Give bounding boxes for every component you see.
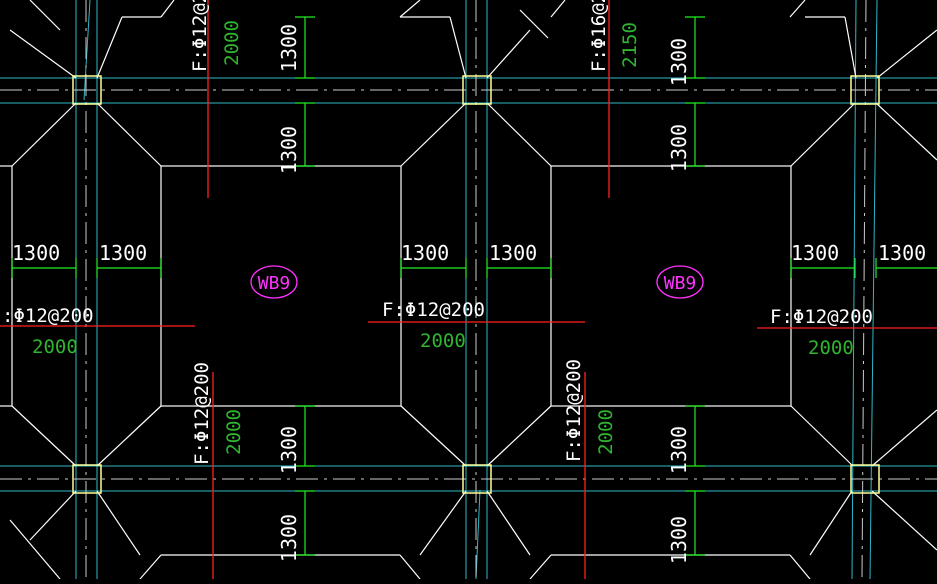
grid-axis-skew2 — [475, 489, 481, 580]
rebar-label: F:Φ12@200 — [382, 299, 485, 321]
dim-label: 1300 — [277, 126, 301, 174]
haunch-2 — [96, 102, 162, 167]
haunch-12 — [871, 409, 937, 467]
haunch-11 — [790, 405, 854, 467]
haunch-7 — [11, 405, 77, 467]
dim-label: 1300 — [277, 514, 301, 562]
rebar-labels: F:Φ12@200 F:Φ16@200 :Φ12@200 F:Φ12@200 F… — [2, 0, 873, 465]
slab-bottom-chamfer-4 — [789, 554, 811, 580]
haunch-14 — [96, 16, 123, 79]
haunch-15 — [449, 16, 467, 79]
column-1 — [72, 75, 102, 105]
length-label: 2150 — [619, 22, 641, 68]
grid-axis-skew1 — [83, 0, 91, 101]
column-2 — [462, 75, 492, 105]
rebar-label: F:Φ12@200 — [563, 359, 585, 462]
dim-label: 1300 — [12, 241, 60, 265]
length-label: 2000 — [808, 337, 854, 359]
grid-axis-v3b — [869, 0, 878, 580]
slab-bottom-chamfer-1 — [139, 554, 162, 580]
dim-label: 1300 — [667, 38, 691, 86]
rebar-label: :Φ12@200 — [2, 305, 94, 327]
haunch-5 — [790, 102, 856, 167]
dimension-labels-vertical: 1300 1300 1300 1300 1300 1300 1300 1300 — [277, 24, 691, 564]
haunch-18 — [876, 29, 937, 79]
slab-tag-text: WB9 — [664, 273, 697, 294]
dim-label: 1300 — [277, 24, 301, 72]
slab-top-chamfer-5 — [29, 0, 61, 31]
slab-top-chamfer-3 — [550, 0, 566, 18]
haunch-17 — [844, 16, 857, 79]
dim-label: 1300 — [878, 241, 926, 265]
haunch-9 — [400, 405, 467, 467]
haunch-6 — [875, 102, 937, 161]
haunch-24 — [871, 490, 937, 551]
haunch-8 — [96, 405, 162, 467]
slab-bottom-chamfer-5 — [9, 519, 61, 580]
column-5 — [462, 464, 492, 494]
haunch-19 — [29, 490, 77, 541]
slab-bottom-chamfer-2 — [399, 554, 421, 580]
dim-label: 1300 — [667, 124, 691, 172]
dimension-labels-horizontal: 1300 1300 1300 1300 1300 1300 — [12, 241, 926, 265]
slab-top-chamfer-1 — [160, 0, 175, 18]
column-3 — [850, 75, 880, 105]
haunch-22 — [486, 490, 531, 556]
length-label: 2000 — [32, 336, 78, 358]
length-label: 2000 — [223, 409, 245, 455]
rebar-label: F:Φ12@200 — [191, 362, 213, 465]
haunch-20 — [96, 490, 141, 556]
slab-panel-right — [550, 165, 792, 407]
beam-centerline-v3 — [861, 0, 867, 580]
grid-axis-v3a — [851, 0, 857, 580]
dim-label: 1300 — [791, 241, 839, 265]
haunch-13 — [9, 29, 77, 79]
column-4 — [72, 464, 102, 494]
dim-label: 1300 — [277, 426, 301, 474]
slab-top-chamfer-4 — [789, 0, 806, 18]
slab-tag-right[interactable]: WB9 — [656, 265, 704, 299]
haunch-10 — [486, 405, 552, 467]
dimension-lines — [11, 16, 937, 556]
column-6 — [850, 464, 880, 494]
slab-tag-text: WB9 — [258, 273, 291, 294]
rebar-label: F:Φ12@200 — [770, 306, 873, 328]
length-label: 2000 — [595, 409, 617, 455]
haunch-21 — [419, 490, 467, 556]
dim-label: 1300 — [401, 241, 449, 265]
length-label: 2000 — [221, 20, 243, 66]
length-label: 2000 — [420, 330, 466, 352]
dim-label: 1300 — [667, 426, 691, 474]
dim-label: 1300 — [489, 241, 537, 265]
slab-panel-left — [160, 165, 402, 407]
dim-label: 1300 — [667, 516, 691, 564]
dim-label: 1300 — [99, 241, 147, 265]
rebar-label: F:Φ12@200 — [189, 0, 211, 72]
haunch-3 — [400, 102, 467, 167]
slab-top-chamfer-2 — [399, 0, 421, 18]
slab-top-chamfer-6 — [519, 9, 549, 39]
slab-tag-ellipse — [656, 265, 704, 299]
slab-bottom-chamfer-3 — [529, 554, 552, 580]
haunch-4 — [486, 102, 552, 167]
rebar-length-labels: 2000 2150 2000 2000 2000 2000 2000 — [32, 20, 854, 455]
haunch-16 — [486, 29, 531, 79]
columns — [72, 75, 880, 494]
slab-tag-left[interactable]: WB9 — [250, 265, 298, 299]
haunch-23 — [809, 490, 853, 556]
haunch-1 — [11, 102, 77, 167]
rebar-label: F:Φ16@200 — [588, 0, 610, 72]
slab-tag-ellipse — [250, 265, 298, 299]
